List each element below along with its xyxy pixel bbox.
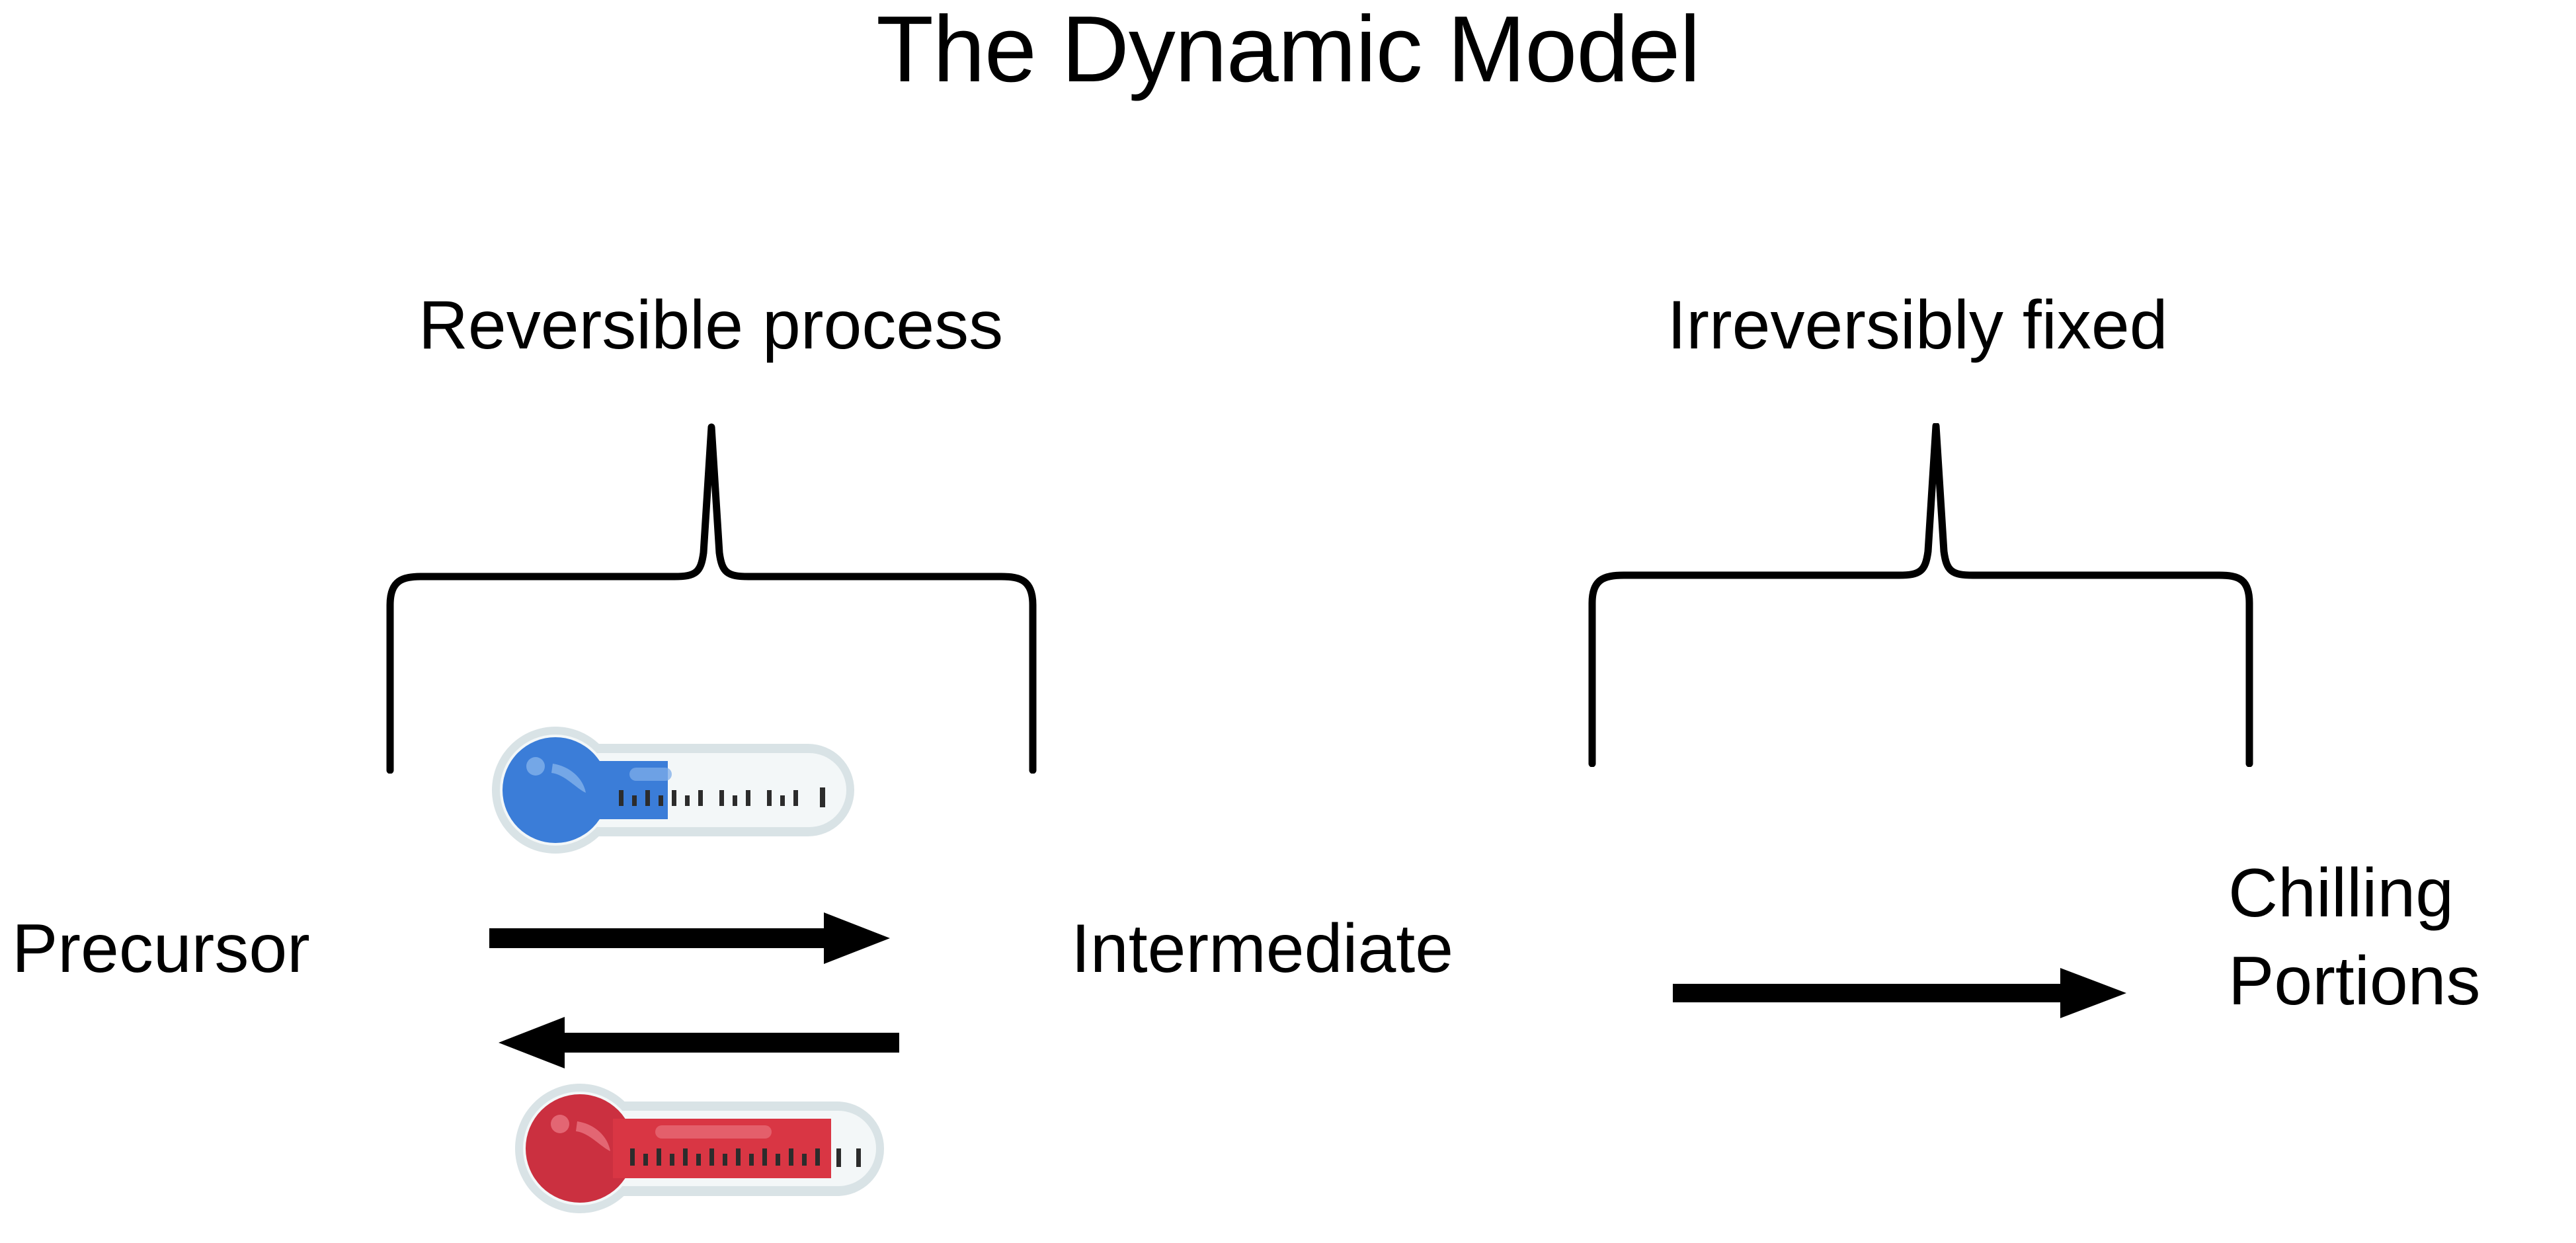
group-label-irreversible: Irreversibly fixed: [1667, 287, 2168, 364]
node-label-chilling-portions: Chilling Portions: [2228, 850, 2572, 1025]
terminal-arrow-icon: [1673, 968, 2126, 1018]
curly-brace-irreversible: [1588, 423, 2253, 767]
group-label-reversible: Reversible process: [418, 287, 1004, 364]
forward-arrow-icon: [489, 912, 890, 964]
page-title: The Dynamic Model: [876, 0, 1701, 102]
node-label-chilling-line1: Chilling: [2228, 855, 2454, 932]
node-label-intermediate: Intermediate: [1071, 910, 1454, 987]
node-label-chilling-line2: Portions: [2228, 943, 2481, 1020]
node-label-precursor: Precursor: [12, 910, 310, 987]
curly-brace-reversible: [386, 423, 1037, 774]
hot-thermometer-icon: [515, 1084, 884, 1213]
reverse-arrow-icon: [499, 1017, 899, 1068]
cold-thermometer-icon: [492, 727, 854, 854]
